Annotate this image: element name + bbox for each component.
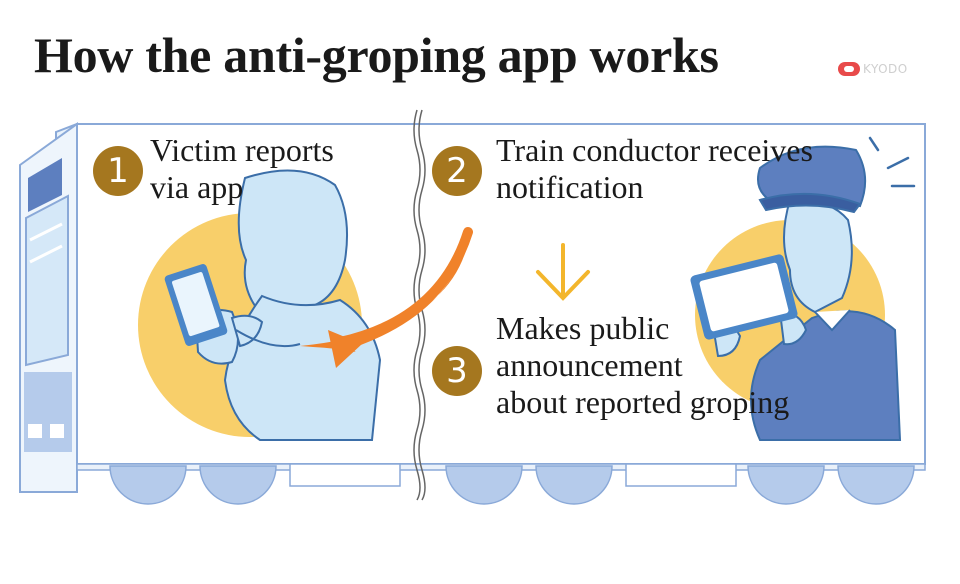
step-3-line: about reported groping [496,384,790,420]
page-title: How the anti-groping app works [34,27,719,83]
step-1-line: via app [150,169,244,205]
front-panel [24,372,72,452]
kyodo-logo-icon [838,62,860,76]
undercarriage-box [289,463,401,487]
front-window-top [28,158,62,212]
step-3-text: Makes public announcement about reported… [496,310,789,421]
step-2-line: notification [496,169,644,205]
victim-figure [194,169,382,441]
front-windshield [25,194,69,367]
step-1-line: Victim reports [150,132,334,168]
credit-text: KYODO [863,62,908,76]
smartphone-icon [164,264,228,346]
conductor-figure [710,145,902,441]
notification-lines-icon [868,136,916,188]
step-1-badge: 1 [93,146,143,196]
step-2-line: Train conductor receives [496,132,813,168]
undercarriage-box [625,463,737,487]
kyodo-credit: KYODO [838,58,908,80]
step-3-line: Makes public [496,310,670,346]
step-2-text: Train conductor receives notification [496,132,813,206]
down-arrow-icon [536,243,590,301]
step-1-text: Victim reports via app [150,132,334,206]
step-2-badge: 2 [432,146,482,196]
train-wheels [109,465,915,505]
step-3-badge: 3 [432,346,482,396]
tablet-icon [690,254,798,340]
step-3-line: announcement [496,347,683,383]
